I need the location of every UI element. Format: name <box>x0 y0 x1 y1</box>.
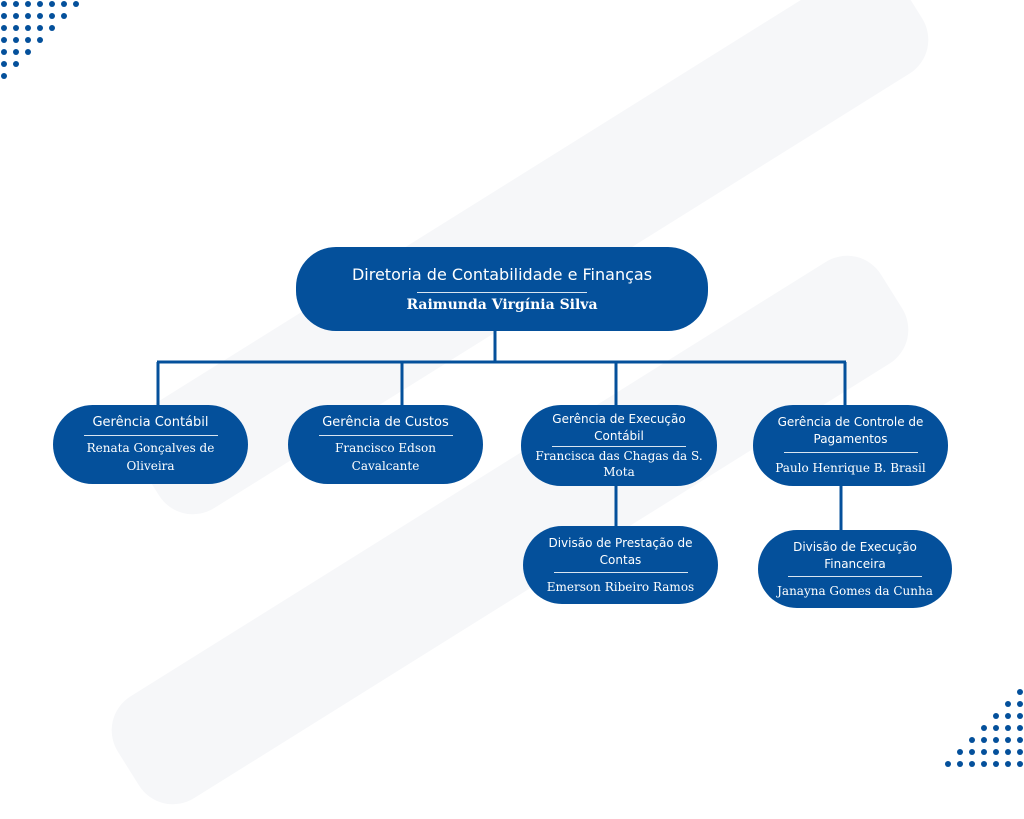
node-person: Emerson Ribeiro Ramos <box>546 579 695 594</box>
node-title: Gerência Contábil <box>92 415 209 430</box>
node-divider <box>783 452 918 453</box>
dot-pattern-top-left <box>1 1 79 79</box>
node-divisao-prestacao-contas: Divisão de Prestação de Contas Emerson R… <box>523 526 718 604</box>
node-person: Paulo Henrique B. Brasil <box>775 461 926 475</box>
node-divider <box>417 292 587 293</box>
node-gerencia-custos: Gerência de Custos Francisco Edson Caval… <box>288 405 483 484</box>
node-title: Divisão de Prestação de Contas <box>548 535 693 567</box>
node-person: Francisca das Chagas da S. Mota <box>535 449 703 479</box>
node-divider <box>553 571 688 573</box>
node-divisao-execucao-financeira: Divisão de Execução Financeira Janayna G… <box>758 530 952 608</box>
node-divider <box>83 435 218 436</box>
node-diretoria: Diretoria de Contabilidade e Finanças Ra… <box>296 247 708 331</box>
connector-lines <box>156 330 847 530</box>
dot-pattern-bottom-right <box>945 689 1023 767</box>
node-title: Divisão de Execução Financeira <box>793 539 917 571</box>
node-gerencia-controle-pagamentos: Gerência de Controle de Pagamentos Paulo… <box>753 405 948 486</box>
node-title: Gerência de Execução Contábil <box>552 412 686 443</box>
node-title: Diretoria de Contabilidade e Finanças <box>351 265 653 284</box>
node-divider <box>318 435 453 436</box>
node-gerencia-execucao-contabil: Gerência de Execução Contábil Francisca … <box>521 405 717 486</box>
node-person: Francisco Edson Cavalcante <box>335 441 436 473</box>
node-divider <box>552 446 686 447</box>
node-title: Gerência de Controle de Pagamentos <box>777 415 924 446</box>
node-person: Raimunda Virgínia Silva <box>406 297 598 313</box>
node-person: Janayna Gomes da Cunha <box>777 583 933 598</box>
node-person: Renata Gonçalves de Oliveira <box>86 441 215 473</box>
node-gerencia-contabil: Gerência Contábil Renata Gonçalves de Ol… <box>53 405 248 484</box>
node-title: Gerência de Custos <box>322 415 449 430</box>
node-divider <box>788 575 922 577</box>
